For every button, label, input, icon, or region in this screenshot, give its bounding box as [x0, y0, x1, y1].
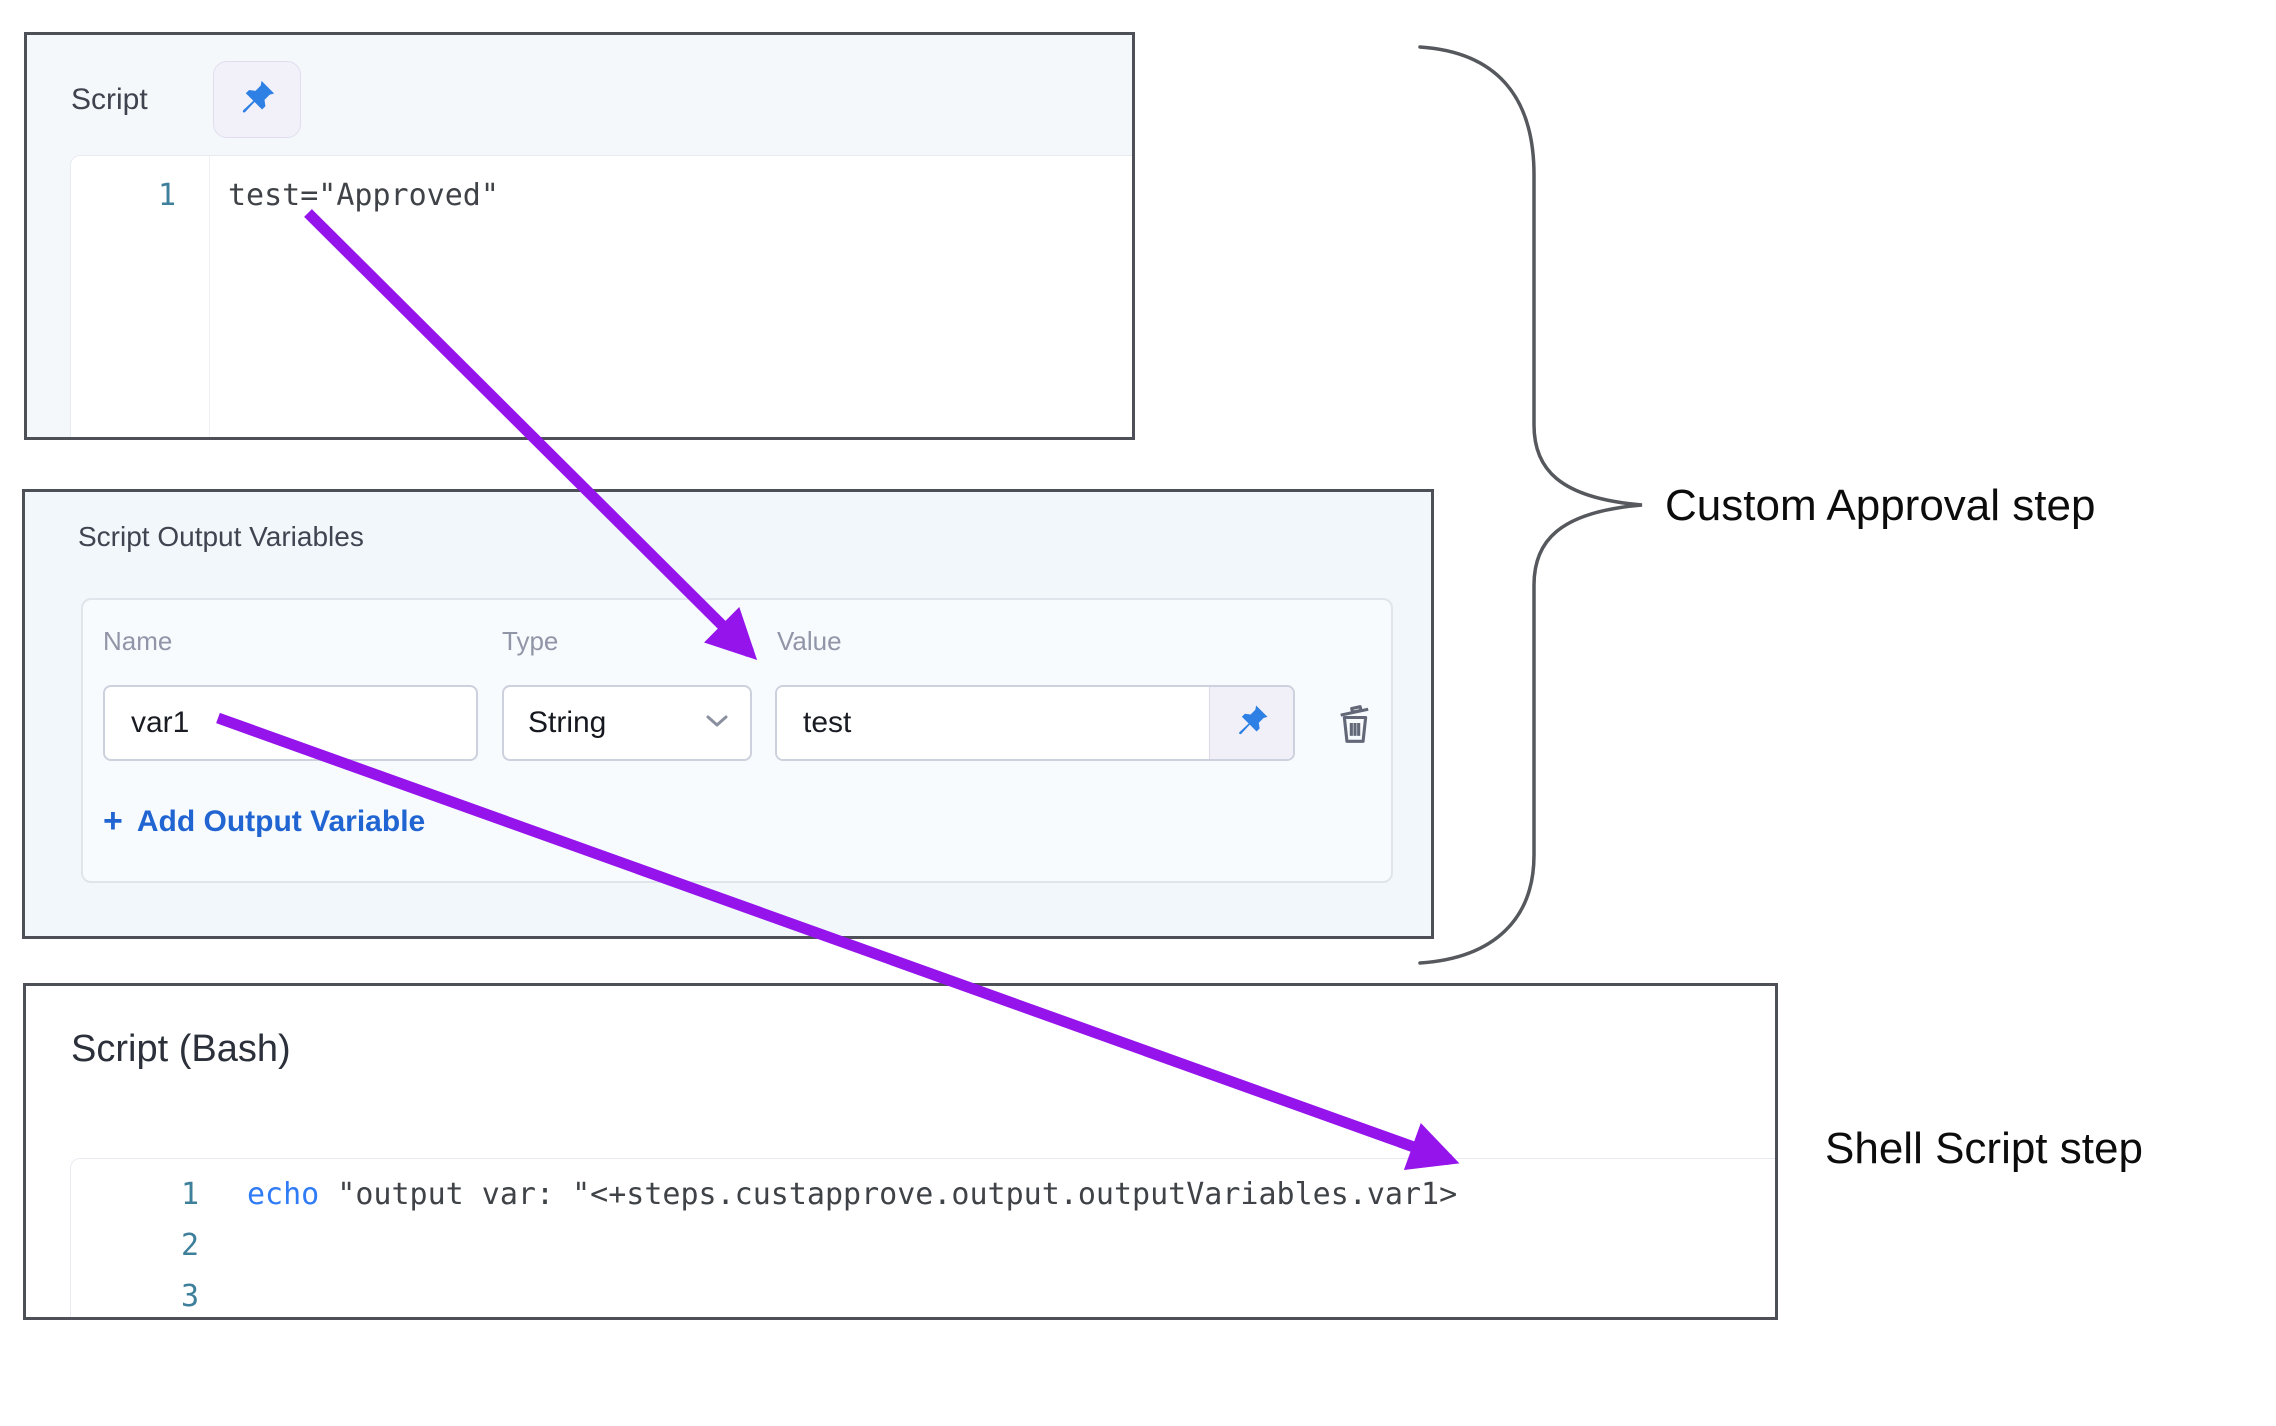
variable-type-select[interactable]: String: [502, 685, 752, 761]
bash-code-editor[interactable]: 1 echo "output var: "<+steps.custapprove…: [70, 1158, 1775, 1317]
code-line: 3: [71, 1271, 1775, 1317]
value-pin-button[interactable]: [1209, 687, 1293, 759]
output-variables-title: Script Output Variables: [78, 521, 364, 552]
bash-panel-title: Script (Bash): [71, 1028, 291, 1070]
script-pin-button[interactable]: [213, 61, 301, 138]
custom-approval-step-label: Custom Approval step: [1665, 481, 2096, 530]
delete-variable-button[interactable]: [1333, 699, 1377, 749]
code-line: 1 echo "output var: "<+steps.custapprove…: [71, 1169, 1775, 1220]
code-line: 1 test="Approved": [71, 172, 1132, 218]
line-number: 1: [180, 1177, 199, 1212]
script-panel: Script 1 test="Approved": [24, 32, 1135, 440]
variable-value-group: [775, 685, 1295, 761]
add-output-variable-button[interactable]: + Add Output Variable: [103, 802, 425, 841]
line-number: 1: [157, 177, 176, 213]
line-number: 2: [180, 1228, 199, 1263]
keyword-echo: echo: [247, 1177, 320, 1212]
line-number: 3: [180, 1279, 199, 1314]
editor-gutter-divider: [209, 156, 210, 437]
script-panel-title: Script: [71, 83, 148, 116]
column-header-type: Type: [502, 626, 559, 656]
output-variables-card: Name Type Value String: [81, 598, 1393, 883]
script-code-editor[interactable]: 1 test="Approved": [70, 155, 1132, 437]
shell-script-step-label: Shell Script step: [1825, 1124, 2143, 1173]
script-panel-header: Script: [27, 35, 1132, 155]
code-rest: "output var: "<+steps.custapprove.output…: [319, 1177, 1458, 1212]
pushpin-icon: [1233, 702, 1271, 745]
output-variables-panel: Script Output Variables Name Type Value …: [22, 489, 1434, 939]
variable-name-input[interactable]: [103, 685, 478, 761]
plus-icon: +: [103, 802, 123, 840]
curly-brace: [1418, 45, 1643, 965]
code-text: test="Approved": [228, 177, 499, 213]
bash-script-panel: Script (Bash) 1 echo "output var: "<+ste…: [23, 983, 1778, 1320]
column-header-name: Name: [103, 626, 173, 656]
trash-icon: [1333, 698, 1377, 751]
column-header-value: Value: [777, 626, 842, 656]
chevron-down-icon: [704, 712, 730, 735]
code-line: 2: [71, 1220, 1775, 1271]
pushpin-icon: [236, 77, 278, 122]
variable-value-input[interactable]: [777, 687, 1209, 759]
variable-type-value: String: [528, 706, 607, 739]
code-text: echo "output var: "<+steps.custapprove.o…: [199, 1177, 1457, 1212]
add-output-variable-label: Add Output Variable: [136, 804, 426, 838]
